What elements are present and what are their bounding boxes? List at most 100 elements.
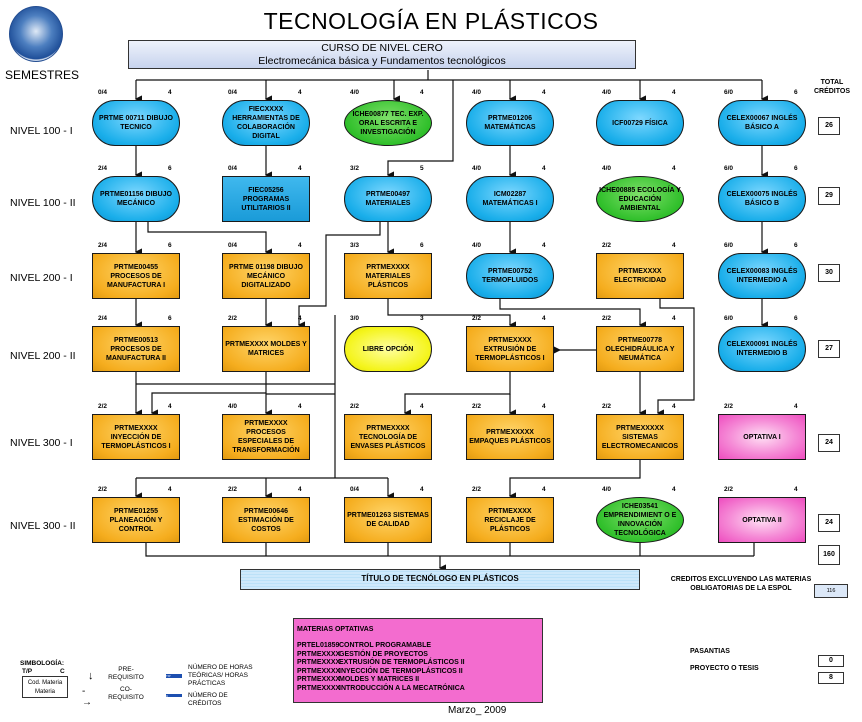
course-node: PRTME00497 MATERIALES [344,176,432,222]
course-node: PRTMEXXXX TECNOLOGÍA DE ENVASES PLÁSTICO… [344,414,432,460]
level-label: NIVEL 100 - I [10,125,73,137]
legend-course-box: Cod. Materia Materia [22,676,68,698]
course-node: PRTME01206 MATEMÁTICAS [466,100,554,146]
course-credits: 4 [542,403,546,410]
course-name: PRTME00513 PROCESOS DE MANUFACTURA II [105,336,166,362]
course-credits: 4 [168,486,172,493]
course-hours: 4/0 [602,89,612,96]
course-name: PRTME 00711 DIBUJO TECNICO [99,115,173,131]
course-credits: 4 [298,486,302,493]
course-name: PRTMEXXXX INYECCIÓN DE TERMOPLÁSTICOS I [101,424,171,450]
tesis-value: 8 [818,672,844,684]
course-credits: 4 [420,89,424,96]
course-hours: 0/4 [228,165,238,172]
optativa-code: PRTMEXXXX [297,667,341,675]
course-hours: 2/2 [472,315,482,322]
course-node: FIEC05256 PROGRAMAS UTILITARIOS II [222,176,310,222]
course-node: PRTMEXXXX ELECTRICIDAD [596,253,684,299]
course-name: LIBRE OPCIÓN [362,345,414,353]
course-credits: 4 [168,403,172,410]
course-hours: 2/2 [602,315,612,322]
course-name: FIECXXXX HERRAMIENTAS DE COLABORACIÓN DI… [232,106,300,140]
course-name: PRTME00455 PROCESOS DE MANUFACTURA I [106,263,166,289]
level-label: NIVEL 300 - II [10,520,76,532]
course-node: PRTMEXXXX EXTRUSIÓN DE TERMOPLÁSTICOS I [466,326,554,372]
course-hours: 6/0 [724,315,734,322]
course-hours: 2/2 [228,486,238,493]
course-name: ICHE03541 EMPRENDIMIENT O E INNOVACIÓN T… [603,503,677,537]
course-hours: 2/2 [724,486,734,493]
course-hours: 6/0 [724,89,734,96]
optativa-name: CONTROL PROGRAMABLE [339,642,432,649]
course-credits: 6 [794,165,798,172]
coreq-arrow-icon: - → [82,686,92,708]
page-title: TECNOLOGÍA EN PLÁSTICOS [263,8,599,34]
titulo-box: TÍTULO DE TECNÓLOGO EN PLÁSTICOS [240,569,640,590]
legend-hours-swatch: T/P [166,674,182,678]
course-hours: 4/0 [350,89,360,96]
course-name: PRTME 01198 DIBUJO MECÁNICO DIGITALIZADO [229,263,303,289]
course-hours: 2/2 [724,403,734,410]
course-name: ICHE00885 ECOLOGÍA Y EDUCACIÓN AMBIENTAL [599,186,681,212]
course-node: PRTME00513 PROCESOS DE MANUFACTURA II [92,326,180,372]
course-credits: 4 [672,403,676,410]
semestres-label: SEMESTRES [5,68,80,82]
course-name: PRTMEXXXX ELECTRICIDAD [613,268,667,284]
course-credits: 4 [542,242,546,249]
level-label: NIVEL 300 - I [10,437,73,449]
course-node: PRTMEXXXXX EMPAQUES PLÁSTICOS [466,414,554,460]
course-hours: 4/0 [602,165,612,172]
excluding-label: CREDITOS EXCLUYENDO LAS MATERIAS OBLIGAT… [670,576,812,592]
legend-credits-swatch: C [166,694,182,698]
optativa-name: INTRODUCCIÓN A LA MECATRÓNICA [339,684,465,692]
course-node: PRTME01255 PLANEACIÓN Y CONTROL [92,497,180,543]
course-node: ICHE03541 EMPRENDIMIENT O E INNOVACIÓN T… [596,497,684,543]
course-credits: 4 [672,315,676,322]
course-credits: 4 [298,315,302,322]
optativa-code: PRTMEXXXX [297,684,341,692]
level-label: NIVEL 200 - II [10,350,76,362]
course-node: PRTMEXXXX MOLDES Y MATRICES [222,326,310,372]
level-credits: 24 [818,434,840,452]
course-node: PRTMEXXXX MATERIALES PLÁSTICOS [344,253,432,299]
level-credits: 24 [818,514,840,532]
course-hours: 2/4 [98,315,108,322]
course-hours: 2/2 [350,403,360,410]
course-name: PRTME01156 DIBUJO MECÁNICO [100,191,172,207]
course-credits: 6 [420,242,424,249]
course-node: ICHE00877 TEC. EXP. ORAL ESCRITA E INVES… [344,100,432,146]
course-hours: 2/2 [228,315,238,322]
course-credits: 5 [420,165,424,172]
course-hours: 2/2 [602,403,612,410]
optativa-code: PRTMEXXXX [297,659,341,666]
course-node: CELEX00083 INGLÉS INTERMEDIO A [718,253,806,299]
legend-hours: NÚMERO DE HORAS TEÓRICAS/ HORAS PRÁCTICA… [188,664,253,687]
legend-prereq: PRE-REQUISITO [108,666,144,681]
date-label: Marzo_ 2009 [448,705,507,716]
legend-c: C [60,668,65,675]
course-hours: 4/0 [472,89,482,96]
course-credits: 6 [794,242,798,249]
course-name: PRTME00752 TERMOFLUIDOS [482,268,538,284]
course-hours: 4/0 [602,486,612,493]
course-credits: 6 [168,315,172,322]
legend-credits: NÚMERO DE CRÉDITOS [188,692,228,707]
course-name: PRTME01263 SISTEMAS DE CALIDAD [347,512,429,528]
total-credits: 160 [818,545,840,565]
course-name: ICM02287 MATEMÁTICAS I [482,191,538,207]
course-hours: 2/2 [98,486,108,493]
course-credits: 6 [794,315,798,322]
course-credits: 4 [672,89,676,96]
course-hours: 3/2 [350,165,360,172]
course-credits: 6 [168,242,172,249]
nivel-cero-subtitle: Electromecánica básica y Fundamentos tec… [258,55,506,67]
course-node: CELEX00067 INGLÉS BÁSICO A [718,100,806,146]
course-credits: 4 [542,486,546,493]
course-name: CELEX00091 INGLÉS INTERMEDIO B [726,341,798,357]
